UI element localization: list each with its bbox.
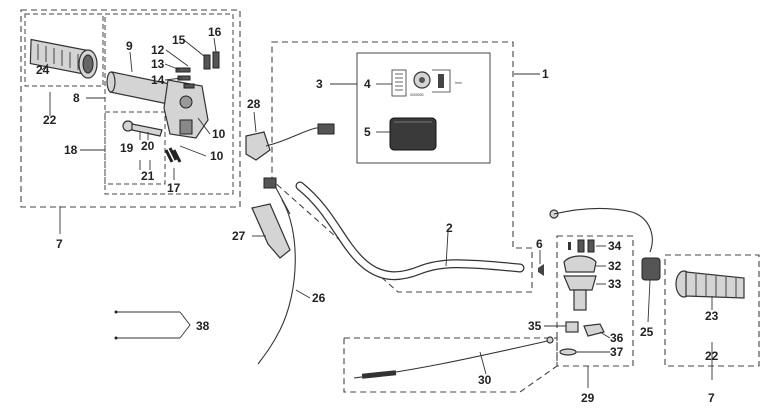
label-7-left: 7 [56,237,63,251]
label-26: 26 [312,291,326,305]
handlebar-kit-box [271,41,533,293]
label-4: 4 [364,77,371,91]
right-switch-wiring [549,207,653,253]
throttle-tube-9 [106,71,171,105]
label-10: 10 [210,149,224,163]
svg-text:0000000: 0000000 [410,93,424,97]
cable-30 [353,336,554,379]
label-29: 29 [581,391,595,405]
label-35: 35 [528,319,542,333]
label-3: 3 [316,77,323,91]
label-25: 25 [640,325,654,339]
left-grip-24 [29,38,98,79]
leader-lines [41,37,713,388]
label-30: 30 [478,373,492,387]
label-5: 5 [364,125,371,139]
hardware-kit-4: 0000000 lmm [391,69,462,97]
spokes-38 [114,310,180,340]
throttle-subbox [104,13,234,195]
cable-adjusters-15-16 [203,51,220,70]
grip-24-subbox [24,13,104,87]
label-15: 15 [172,33,186,47]
springs-17 [164,147,182,163]
throttle-housing [163,79,209,139]
label-11: 10 [212,127,226,141]
nut-6 [538,264,544,276]
label-36: 36 [610,331,624,345]
label-28: 28 [247,97,261,111]
label-33: 33 [608,277,622,291]
label-18: 18 [64,143,78,157]
clamp-32 [563,255,597,273]
riser-33 [563,275,597,311]
label-22-left: 22 [43,113,57,127]
clutch-cable-26 [257,177,296,365]
screws-12-13-14 [175,67,195,89]
label-9: 9 [126,39,133,53]
label-34: 34 [608,239,622,253]
label-12: 12 [151,43,165,57]
bar-pad-5 [389,117,437,151]
lever-19-20 [122,120,163,137]
label-1: 1 [542,67,549,81]
washer-stack-35-36-37 [559,321,605,356]
label-14: 14 [151,73,165,87]
lever-subbox [104,111,166,185]
label-38: 38 [196,319,210,333]
label-13: 13 [151,57,165,71]
label-17: 17 [167,181,181,195]
label-23: 23 [705,309,719,323]
label-24: 24 [36,63,50,77]
label-6: 6 [536,237,543,251]
svg-text:lmm: lmm [455,81,462,85]
label-2: 2 [446,221,453,235]
label-22-right: 22 [705,349,719,363]
left-grip-assembly-box [20,9,241,208]
right-switch-box [556,235,634,367]
switch-28 [245,123,335,161]
right-grip-23 [675,270,745,299]
label-37: 37 [610,345,624,359]
label-27: 27 [232,229,246,243]
bolts-34 [568,239,595,253]
switch-25 [641,257,661,281]
cable-boot-27 [251,203,291,259]
label-7-right: 7 [708,391,715,405]
label-8: 8 [73,91,80,105]
label-21: 21 [141,169,155,183]
label-19: 19 [120,141,134,155]
label-16: 16 [208,25,222,39]
kit-contents-box [356,52,491,164]
label-20: 20 [141,139,155,153]
label-32: 32 [608,259,622,273]
cable-box [343,337,558,393]
